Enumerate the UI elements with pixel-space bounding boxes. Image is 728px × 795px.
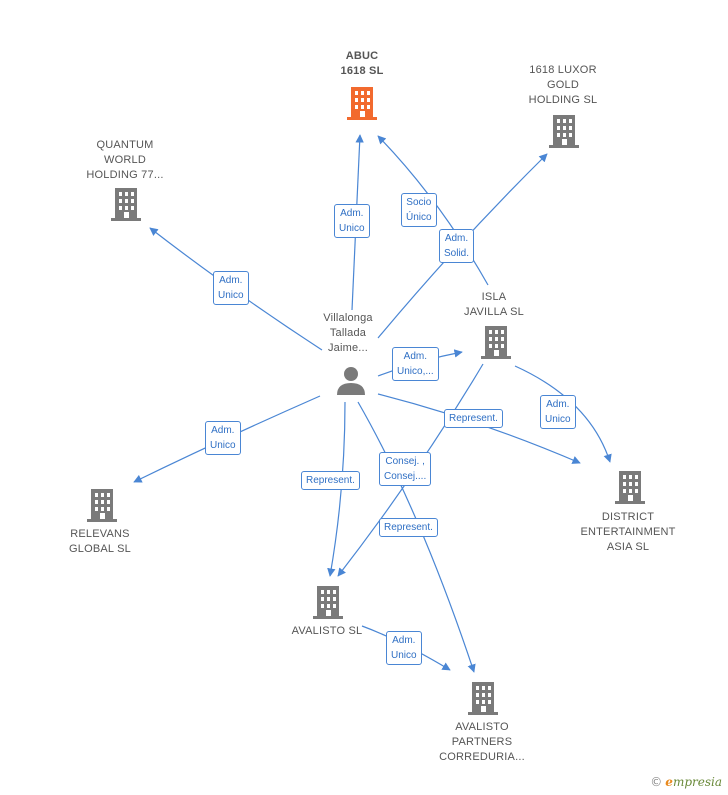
edge-label-represent-partners[interactable]: Represent.: [379, 518, 438, 537]
node-label-isla[interactable]: ISLA JAVILLA SL: [464, 291, 524, 318]
edge-label-adm-unico-partners[interactable]: Adm. Unico: [386, 631, 422, 665]
copyright-symbol: ©: [650, 775, 663, 789]
brand-initial: e: [665, 775, 673, 789]
node-label-avalisto[interactable]: AVALISTO SL: [291, 625, 363, 637]
person-icon[interactable]: [335, 364, 367, 396]
building-icon[interactable]: [85, 487, 119, 523]
node-label-district[interactable]: DISTRICT ENTERTAINMENT ASIA SL: [580, 511, 676, 553]
edge-label-adm-unico-abuc[interactable]: Adm. Unico: [334, 204, 370, 238]
building-icon[interactable]: [109, 186, 143, 222]
node-label-abuc[interactable]: ABUC 1618 SL: [340, 50, 384, 77]
edge-label-adm-unico-district[interactable]: Adm. Unico: [540, 395, 576, 429]
edge-label-adm-unico-isla[interactable]: Adm. Unico,...: [392, 347, 439, 381]
building-icon[interactable]: [466, 680, 500, 716]
building-icon[interactable]: [345, 85, 379, 121]
edge-label-represent-district[interactable]: Represent.: [444, 409, 503, 428]
empresia-watermark: ©empresia: [650, 775, 722, 789]
node-label-relevans[interactable]: RELEVANS GLOBAL SL: [69, 528, 131, 555]
edge-label-consej[interactable]: Consej. , Consej....: [379, 452, 432, 486]
edges: [133, 134, 612, 673]
node-label-partners[interactable]: AVALISTO PARTNERS CORREDURIA...: [439, 721, 525, 763]
node-label-luxor[interactable]: 1618 LUXOR GOLD HOLDING SL: [528, 64, 598, 106]
edge-label-adm-solid[interactable]: Adm. Solid.: [439, 229, 475, 263]
building-icon[interactable]: [311, 584, 345, 620]
brand-name: mpresia: [672, 775, 722, 789]
building-icon[interactable]: [479, 324, 513, 360]
edge-label-represent-avalisto[interactable]: Represent.: [301, 471, 360, 490]
node-label-quantum[interactable]: QUANTUM WORLD HOLDING 77...: [86, 139, 164, 181]
node-label-person[interactable]: Villalonga Tallada Jaime...: [323, 312, 373, 354]
edge-label-socio-unico[interactable]: Socio Único: [401, 193, 437, 227]
building-icon[interactable]: [613, 469, 647, 505]
edge-isla-district: [514, 365, 612, 463]
edge-label-adm-unico-relevans[interactable]: Adm. Unico: [205, 421, 241, 455]
building-icon[interactable]: [547, 113, 581, 149]
edge-label-adm-unico-quantum[interactable]: Adm. Unico: [213, 271, 249, 305]
